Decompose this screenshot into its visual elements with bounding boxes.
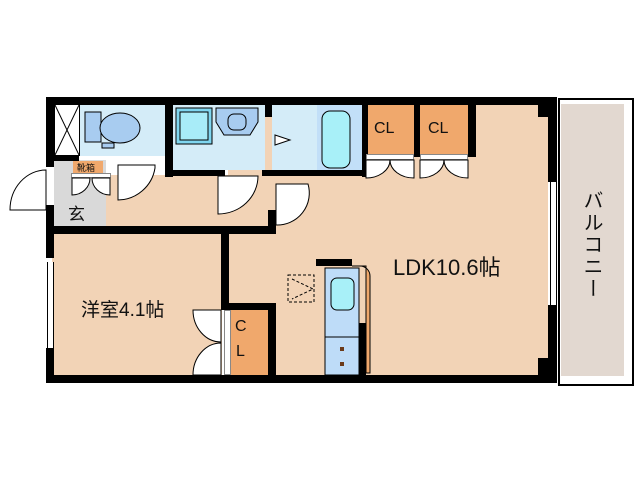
wall-cl-div — [414, 97, 420, 157]
wall-kitchen-side — [359, 323, 366, 378]
wall-toilet-bottom — [54, 155, 79, 161]
wall-wash-bottom-r — [262, 170, 368, 176]
wall-corner-bottom — [538, 358, 557, 383]
wall-cl3-top — [221, 303, 276, 310]
wall-bottom — [46, 375, 557, 383]
wall-right-lower — [548, 305, 557, 383]
closet-3-label-bottom: L — [236, 343, 245, 360]
wall-hall-bottom — [46, 226, 276, 234]
closet-1-label: CL — [374, 120, 395, 137]
shoe-box-label: 靴箱 — [77, 164, 96, 174]
wall-cl3-right — [268, 303, 276, 383]
wall-wash-bottom — [165, 170, 225, 176]
wall-hall-right — [268, 210, 276, 234]
closet-3-label-top: C — [235, 318, 247, 335]
wall-kitchen-top — [316, 259, 352, 266]
wall-corner-top — [538, 97, 557, 117]
closet-3-door-strip — [224, 310, 231, 375]
wall-bath-div — [265, 97, 272, 117]
wall-right-upper — [548, 97, 557, 182]
shoe-box-door-strip — [71, 173, 111, 178]
balcony-label: バルコニー — [580, 190, 604, 300]
wall-cl-right — [468, 97, 476, 157]
closet-2 — [420, 104, 468, 154]
western-room-label: 洋室4.1帖 — [81, 300, 165, 321]
wall-room-right — [221, 226, 229, 304]
closet-1 — [366, 104, 414, 154]
wall-left-bottom — [46, 348, 54, 383]
entrance-label: 玄 — [68, 205, 85, 225]
balcony — [561, 104, 624, 376]
wall-toilet-right — [165, 97, 173, 177]
window-right — [550, 182, 557, 305]
western-room — [52, 233, 222, 375]
wall-bath-right — [362, 97, 368, 177]
wall-left-room — [46, 228, 54, 258]
wall-left-upper — [46, 97, 54, 167]
window-left — [47, 262, 54, 348]
closet-3 — [231, 310, 268, 375]
shoe-box — [73, 161, 103, 173]
ldk-label: LDK10.6帖 — [393, 255, 501, 280]
closet-2-label: CL — [428, 120, 449, 137]
wall-left-lower — [46, 205, 54, 235]
wall-top — [46, 97, 557, 105]
